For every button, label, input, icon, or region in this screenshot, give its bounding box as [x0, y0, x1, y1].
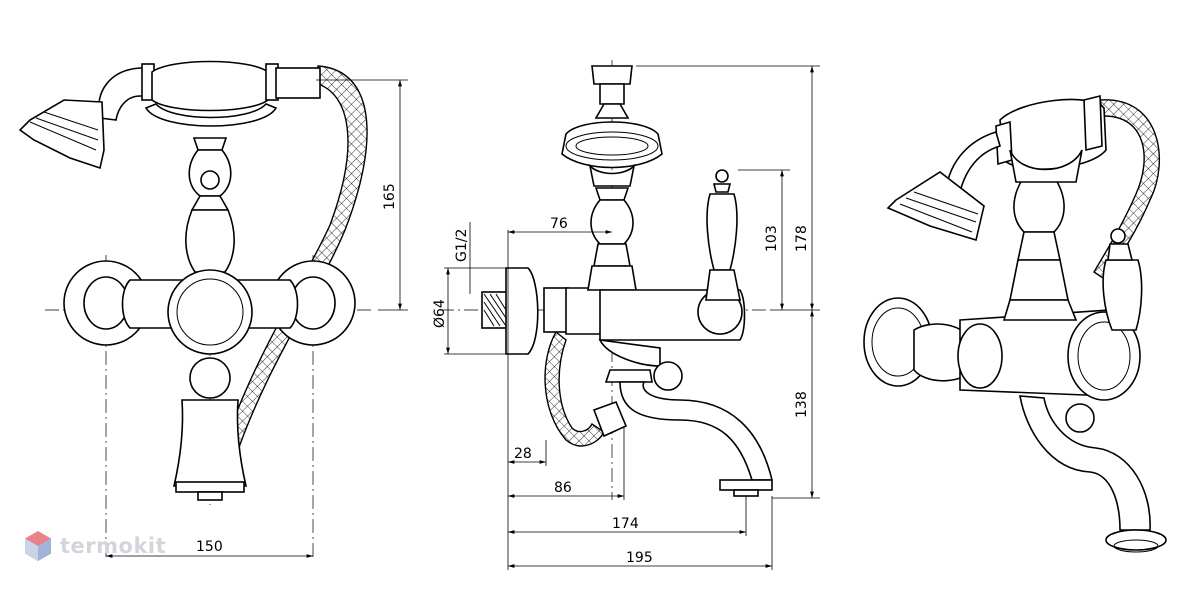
handset-front [18, 60, 321, 170]
side-view: 76 Ø64 G1/2 28 86 174 195 103 178 138 [432, 60, 820, 570]
dim-side-28: 28 [514, 446, 532, 462]
dim-side-178: 178 [794, 225, 810, 252]
front-view: 150 165 [18, 60, 408, 560]
hexagon-logo-icon [25, 531, 51, 561]
dim-side-76: 76 [550, 216, 568, 232]
dim-side-138: 138 [794, 391, 810, 418]
dim-side-174: 174 [612, 516, 639, 532]
dim-side-flange: Ø64 [432, 299, 448, 328]
isometric-view [863, 94, 1167, 553]
dim-front-height: 165 [382, 183, 398, 210]
termokit-logo: termokit [24, 530, 166, 562]
dim-side-103: 103 [764, 225, 780, 252]
dim-side-195: 195 [626, 550, 653, 566]
dim-side-86: 86 [554, 480, 572, 496]
dim-side-pipe: G1/2 [454, 229, 470, 262]
watermark-text: termokit [60, 534, 167, 558]
dim-front-width: 150 [196, 539, 223, 555]
